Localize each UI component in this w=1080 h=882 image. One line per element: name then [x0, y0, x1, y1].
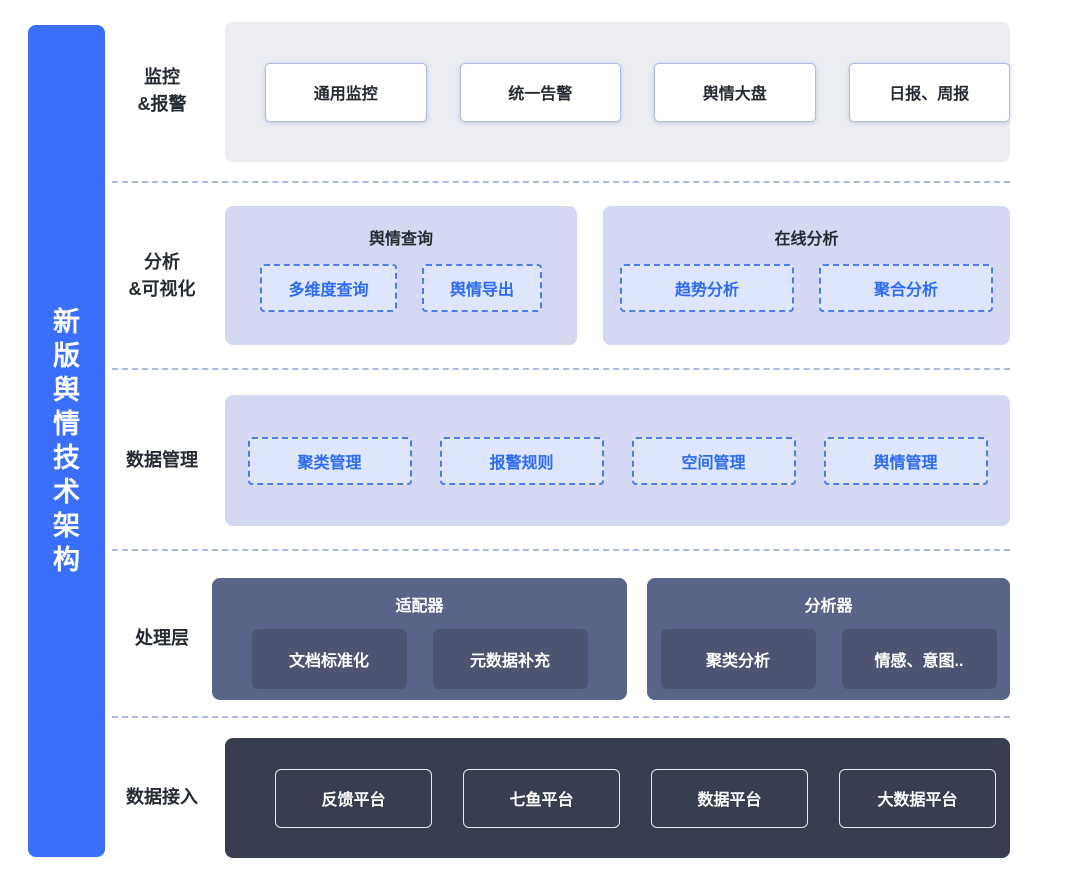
node-trend-analysis: 趋势分析	[620, 264, 794, 312]
label-line: &报警	[137, 94, 187, 114]
node-sentiment-management: 舆情管理	[823, 437, 988, 485]
node-general-monitoring: 通用监控	[265, 62, 427, 122]
group-title-online-analysis: 在线分析	[774, 231, 839, 248]
group-row: 多维度查询 舆情导出	[225, 264, 577, 312]
node-sentiment-intent: 情感、意图..	[841, 629, 997, 689]
label-line: &可视化	[128, 279, 196, 299]
node-qiyu-platform: 七鱼平台	[463, 768, 620, 828]
node-alert-rules: 报警规则	[439, 437, 604, 485]
group-title-adapter: 适配器	[395, 598, 444, 615]
layer-label-processing: 处理层	[135, 628, 189, 648]
node-cluster-analysis: 聚类分析	[660, 629, 816, 689]
node-daily-weekly-report: 日报、周报	[848, 62, 1010, 122]
layer-monitoring-alerting: 通用监控 统一告警 舆情大盘 日报、周报	[225, 22, 1010, 162]
layer-data-ingestion: 反馈平台 七鱼平台 数据平台 大数据平台	[225, 738, 1010, 858]
layer-label-data-ingestion: 数据接入	[126, 787, 198, 807]
node-feedback-platform: 反馈平台	[275, 768, 432, 828]
group-title-analyzer: 分析器	[804, 598, 853, 615]
group-sentiment-query: 舆情查询 多维度查询 舆情导出	[225, 206, 577, 345]
node-space-management: 空间管理	[631, 437, 796, 485]
node-metadata-enrichment: 元数据补充	[432, 629, 588, 689]
layer-label-data-management: 数据管理	[126, 450, 198, 470]
node-unified-alerting: 统一告警	[459, 62, 621, 122]
node-document-standardization: 文档标准化	[251, 629, 407, 689]
separator-dashed	[112, 181, 1010, 183]
label-line: 监控	[144, 67, 180, 87]
group-title-sentiment-query: 舆情查询	[368, 231, 433, 248]
node-multidimension-query: 多维度查询	[259, 264, 397, 312]
layer-label-analysis-visualization: 分析 &可视化	[107, 249, 217, 303]
node-bigdata-platform: 大数据平台	[839, 768, 996, 828]
node-cluster-management: 聚类管理	[247, 437, 412, 485]
group-online-analysis: 在线分析 趋势分析 聚合分析	[603, 206, 1010, 345]
vertical-title-bar: 新版舆情技术架构	[28, 25, 105, 857]
node-sentiment-export: 舆情导出	[421, 264, 542, 312]
node-aggregation-analysis: 聚合分析	[819, 264, 993, 312]
group-adapter: 适配器 文档标准化 元数据补充	[212, 578, 627, 700]
separator-dashed	[112, 549, 1010, 551]
group-row: 聚类分析 情感、意图..	[647, 629, 1010, 689]
label-line: 分析	[144, 252, 180, 272]
node-data-platform: 数据平台	[651, 768, 808, 828]
group-analyzer: 分析器 聚类分析 情感、意图..	[647, 578, 1010, 700]
group-row: 趋势分析 聚合分析	[603, 264, 1010, 312]
layer-label-monitoring-alerting: 监控 &报警	[107, 64, 217, 118]
separator-dashed	[112, 368, 1010, 370]
group-row: 文档标准化 元数据补充	[212, 629, 627, 689]
diagram-title: 新版舆情技术架构	[52, 307, 80, 575]
node-sentiment-dashboard: 舆情大盘	[654, 62, 816, 122]
layer-data-management: 聚类管理 报警规则 空间管理 舆情管理	[225, 395, 1010, 526]
separator-dashed	[112, 716, 1010, 718]
